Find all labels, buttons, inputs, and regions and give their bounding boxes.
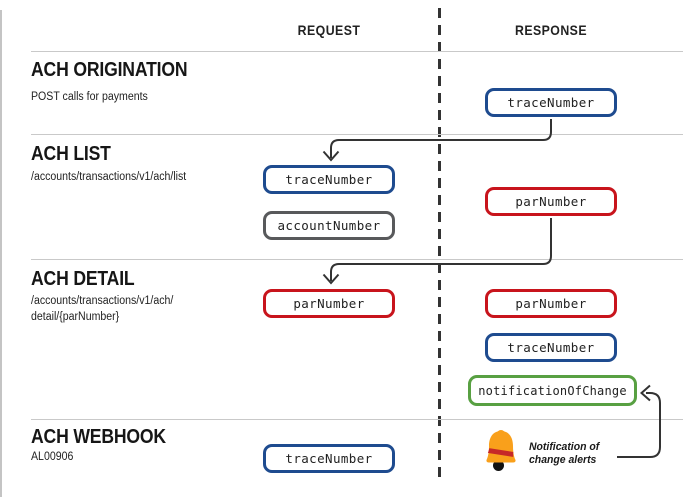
section-divider [31,51,683,52]
field-box-accountnumber-list-request: accountNumber [263,211,395,240]
field-box-parnumber-list-response: parNumber [485,187,617,216]
section-title-ach-list: ACH LIST [31,143,111,165]
section-title-ach-webhook: ACH WEBHOOK [31,426,166,448]
section-subtitle-ach-detail-line2: detail/{parNumber} [31,311,120,323]
field-box-tracenumber-origination-response: traceNumber [485,88,617,117]
section-subtitle-ach-detail-line1: /accounts/transactions/v1/ach/ [31,295,174,307]
section-title-ach-origination: ACH ORIGINATION [31,59,188,81]
arrowhead-down-icon [322,150,340,162]
section-divider [31,419,683,420]
field-box-tracenumber-webhook-request: traceNumber [263,444,395,473]
field-box-notificationofchange-detail-response: notificationOfChange [468,375,637,406]
notification-note: Notification of change alerts [529,441,599,467]
notification-note-line2: change alerts [529,454,597,466]
field-box-tracenumber-detail-response: traceNumber [485,333,617,362]
section-divider [31,259,683,260]
field-box-tracenumber-list-request: traceNumber [263,165,395,194]
column-header-request: REQUEST [297,22,361,38]
bell-icon [484,430,519,471]
field-box-parnumber-detail-response: parNumber [485,289,617,318]
column-header-response: RESPONSE [515,22,587,38]
arrowhead-down-icon [322,273,340,285]
request-response-divider [438,8,441,482]
notification-note-line1: Notification of [529,441,600,453]
section-subtitle-ach-list: /accounts/transactions/v1/ach/list [31,171,187,183]
section-subtitle-ach-webhook: AL00906 [31,451,74,463]
section-subtitle-ach-origination: POST calls for payments [31,91,148,103]
section-title-ach-detail: ACH DETAIL [31,268,135,290]
section-divider [31,134,683,135]
field-box-parnumber-detail-request: parNumber [263,289,395,318]
left-edge-border [0,10,2,497]
arrowhead-left-icon [639,384,651,402]
